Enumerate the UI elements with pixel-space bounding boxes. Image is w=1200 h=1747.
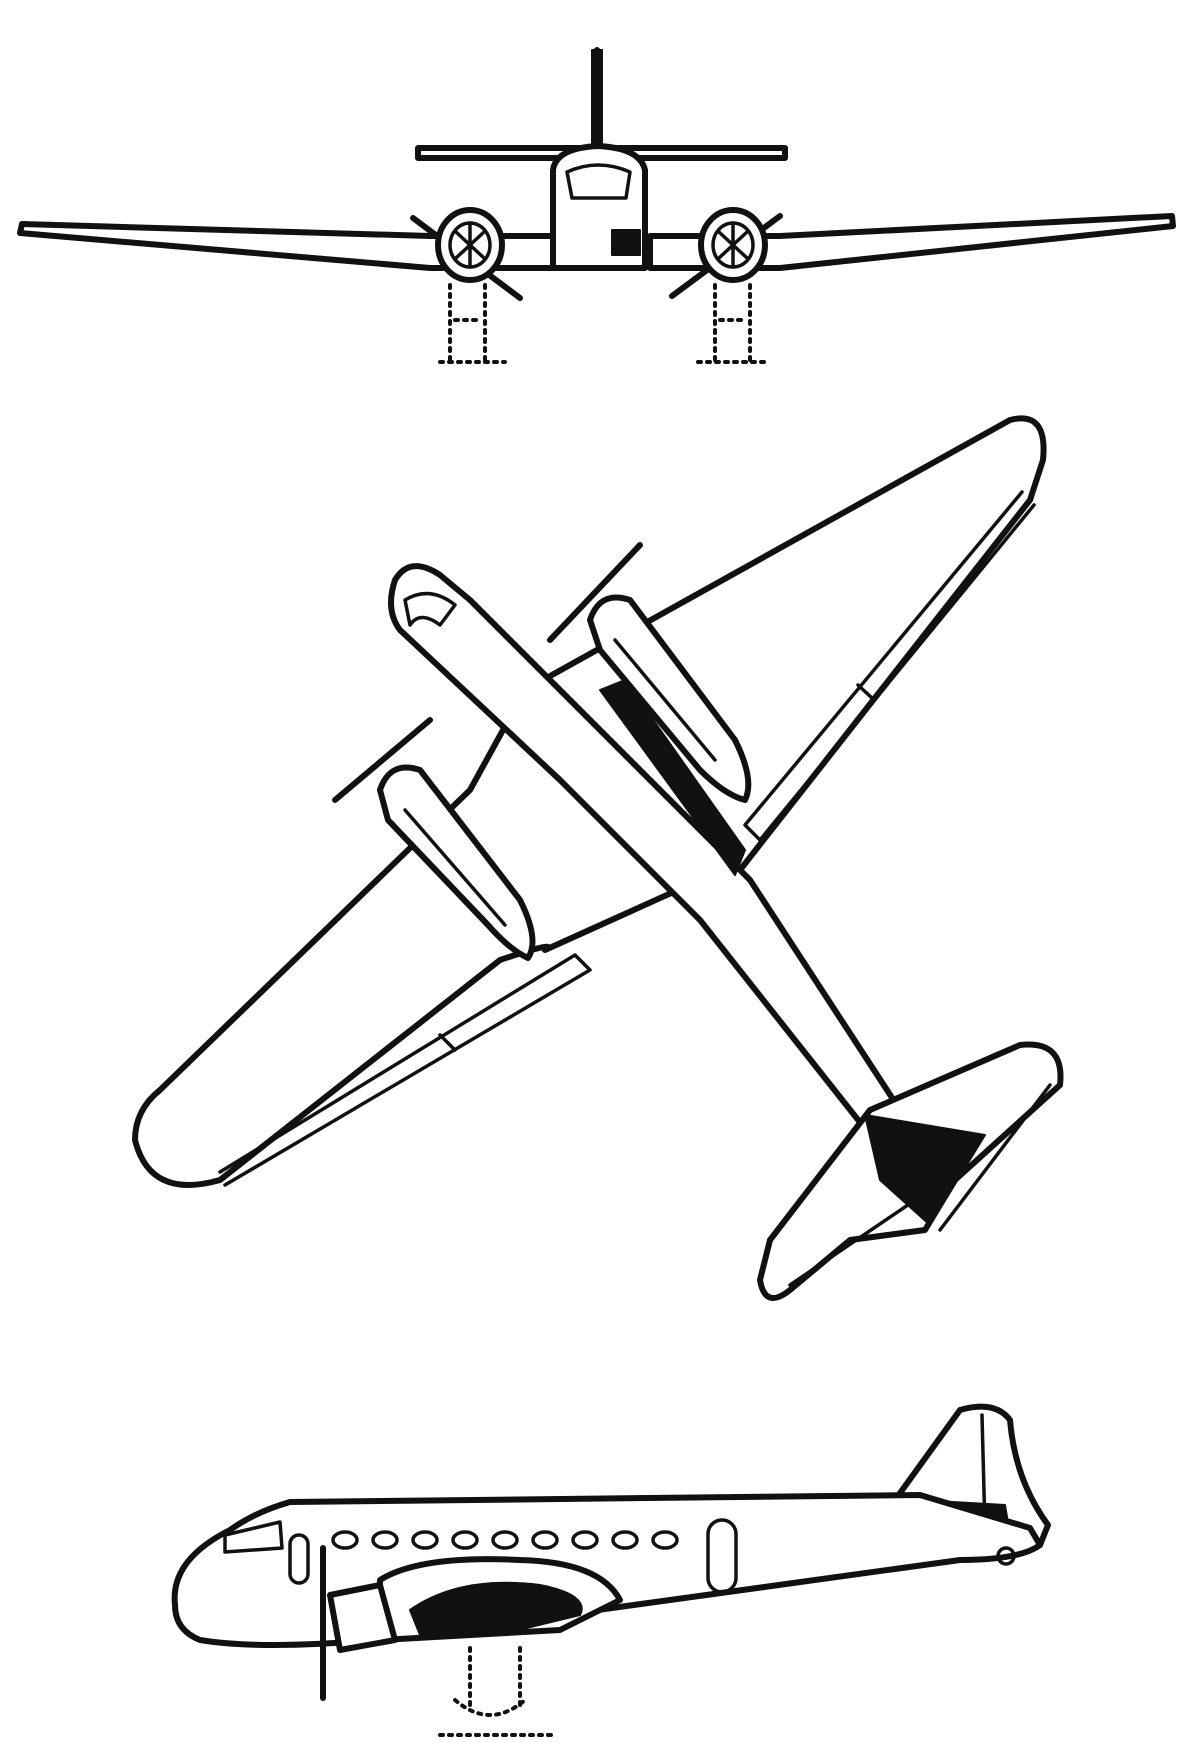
side-window: [611, 1530, 639, 1550]
plan-right-propeller: [547, 542, 643, 643]
front-right-cowl-hatch: [717, 221, 749, 269]
front-right-gear: [696, 283, 767, 364]
front-right-engine: [669, 207, 783, 299]
plan-right-flap: [743, 490, 1036, 842]
side-front-door: [288, 1533, 310, 1585]
front-fuselage-shade: [611, 229, 641, 256]
plan-left-flap: [218, 953, 592, 1187]
front-view: [17, 47, 1176, 364]
plan-cockpit: [403, 591, 457, 627]
side-tailwheel: [996, 1546, 1016, 1566]
side-window: [411, 1530, 439, 1550]
plan-right-engine: [547, 542, 752, 803]
side-view: [171, 1403, 1051, 1737]
side-window: [371, 1530, 399, 1550]
plan-left-propeller: [332, 717, 433, 803]
plan-right-nacelle-inner: [613, 638, 717, 762]
plan-elevator-line: [788, 1083, 1052, 1287]
plan-tail-shade: [864, 1114, 986, 1226]
front-left-gear: [438, 283, 507, 364]
front-windscreen: [565, 163, 632, 200]
side-window: [531, 1530, 559, 1550]
side-cabin-windows: [331, 1530, 679, 1550]
side-cockpit: [223, 1520, 284, 1554]
side-nacelle: [327, 1582, 398, 1653]
plan-fuselage-shade: [599, 679, 746, 876]
front-right-wing: [647, 213, 1176, 271]
side-rear-door: [706, 1518, 738, 1594]
plan-left-nacelle-inner: [403, 808, 507, 927]
front-fin-body: [591, 49, 603, 151]
front-left-cowl-hatch: [454, 221, 486, 269]
plan-left-engine: [332, 717, 536, 961]
plan-right-flap-split: [856, 683, 874, 700]
side-window: [651, 1530, 679, 1550]
front-left-engine: [410, 207, 523, 301]
side-wing-shade: [409, 1581, 583, 1636]
side-window: [491, 1530, 519, 1550]
plan-view: [132, 415, 1064, 1301]
side-main-gear: [438, 1646, 557, 1737]
side-window: [571, 1530, 599, 1550]
side-window: [331, 1530, 359, 1550]
plan-right-nacelle: [587, 594, 752, 803]
side-window: [451, 1530, 479, 1550]
plan-left-flap-split: [438, 1033, 457, 1052]
side-fuselage: [171, 1492, 1043, 1648]
